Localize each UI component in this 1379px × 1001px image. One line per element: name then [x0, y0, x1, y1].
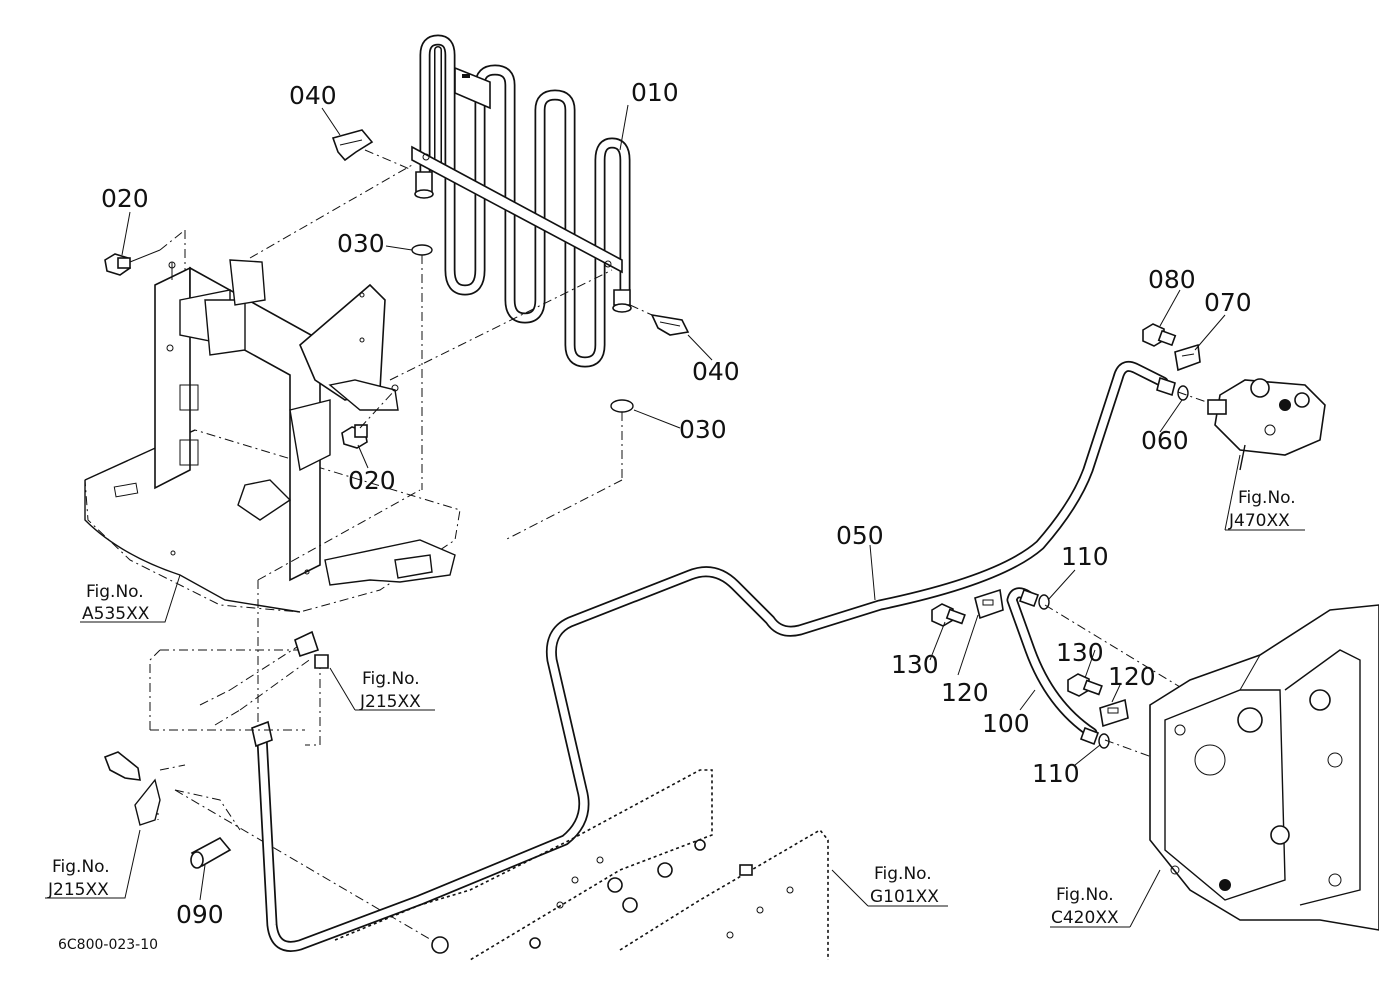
bolt-130-b — [1067, 673, 1103, 697]
clip-040-a — [331, 129, 413, 171]
label-030-b: 030 — [679, 415, 727, 444]
label-070: 070 — [1204, 288, 1252, 317]
drawing-code: 6C800-023-10 — [58, 937, 158, 953]
fig-g101-line1: Fig.No. — [874, 864, 932, 884]
o-ring-030-b — [610, 399, 634, 413]
bolt-020-a — [104, 249, 161, 276]
engine-rails-g101 — [334, 769, 829, 961]
hose-j215 — [103, 630, 329, 831]
o-ring-110-b — [1098, 733, 1110, 749]
bolt-080 — [1142, 323, 1177, 347]
label-120-a: 120 — [941, 678, 989, 707]
bolt-020-b — [341, 389, 396, 449]
o-ring-030-a — [411, 244, 433, 256]
pipe-100 — [1006, 587, 1100, 746]
fig-g101-line2: G101XX — [870, 887, 939, 907]
label-080: 080 — [1148, 265, 1196, 294]
label-130-b: 130 — [1056, 638, 1104, 667]
bolt-130-a — [931, 603, 966, 627]
label-090: 090 — [176, 900, 224, 929]
clip-040-b — [629, 304, 690, 336]
assembly-lines — [157, 164, 1216, 946]
label-040-a: 040 — [289, 81, 337, 110]
label-030-a: 030 — [337, 229, 385, 258]
clamp-070 — [1174, 343, 1201, 372]
label-110-b: 110 — [1032, 759, 1080, 788]
clamp-120-b — [1099, 698, 1129, 728]
fig-c420-line2: C420XX — [1051, 908, 1119, 928]
transmission-case-c420 — [1149, 604, 1379, 931]
valve-block-j470 — [1207, 378, 1326, 471]
label-120-b: 120 — [1108, 662, 1156, 691]
fig-c420-line1: Fig.No. — [1056, 885, 1114, 905]
fig-j215-left-line1: Fig.No. — [52, 857, 110, 877]
oil-cooler-010 — [411, 34, 632, 368]
label-010: 010 — [631, 78, 679, 107]
label-020-a: 020 — [101, 184, 149, 213]
fig-j215-top-line1: Fig.No. — [362, 669, 420, 689]
fig-a535-line2: A535XX — [82, 604, 150, 624]
fig-j470-line2: J470XX — [1228, 511, 1290, 531]
label-100: 100 — [982, 709, 1030, 738]
label-020-b: 020 — [348, 466, 396, 495]
figure-references: Fig.No. A535XX Fig.No. J215XX Fig.No. J2… — [47, 488, 1296, 928]
leader-lines — [45, 104, 1305, 928]
part-number-labels: 010 020 020 030 030 040 040 050 060 070 … — [101, 78, 1252, 929]
o-ring-060 — [1177, 385, 1189, 401]
clamp-120-a — [974, 588, 1004, 620]
o-ring-110-a — [1038, 594, 1050, 610]
fig-a535-line1: Fig.No. — [86, 582, 144, 602]
fig-j215-top-line2: J215XX — [359, 692, 421, 712]
fig-j470-line1: Fig.No. — [1238, 488, 1296, 508]
label-050: 050 — [836, 521, 884, 550]
label-040-b: 040 — [692, 357, 740, 386]
label-110-a: 110 — [1061, 542, 1109, 571]
label-060: 060 — [1141, 426, 1189, 455]
frame-assembly — [84, 259, 461, 613]
sleeve-090 — [190, 836, 232, 869]
pipe-050 — [251, 360, 1176, 952]
label-130-a: 130 — [891, 650, 939, 679]
fig-j215-left-line2: J215XX — [47, 880, 109, 900]
